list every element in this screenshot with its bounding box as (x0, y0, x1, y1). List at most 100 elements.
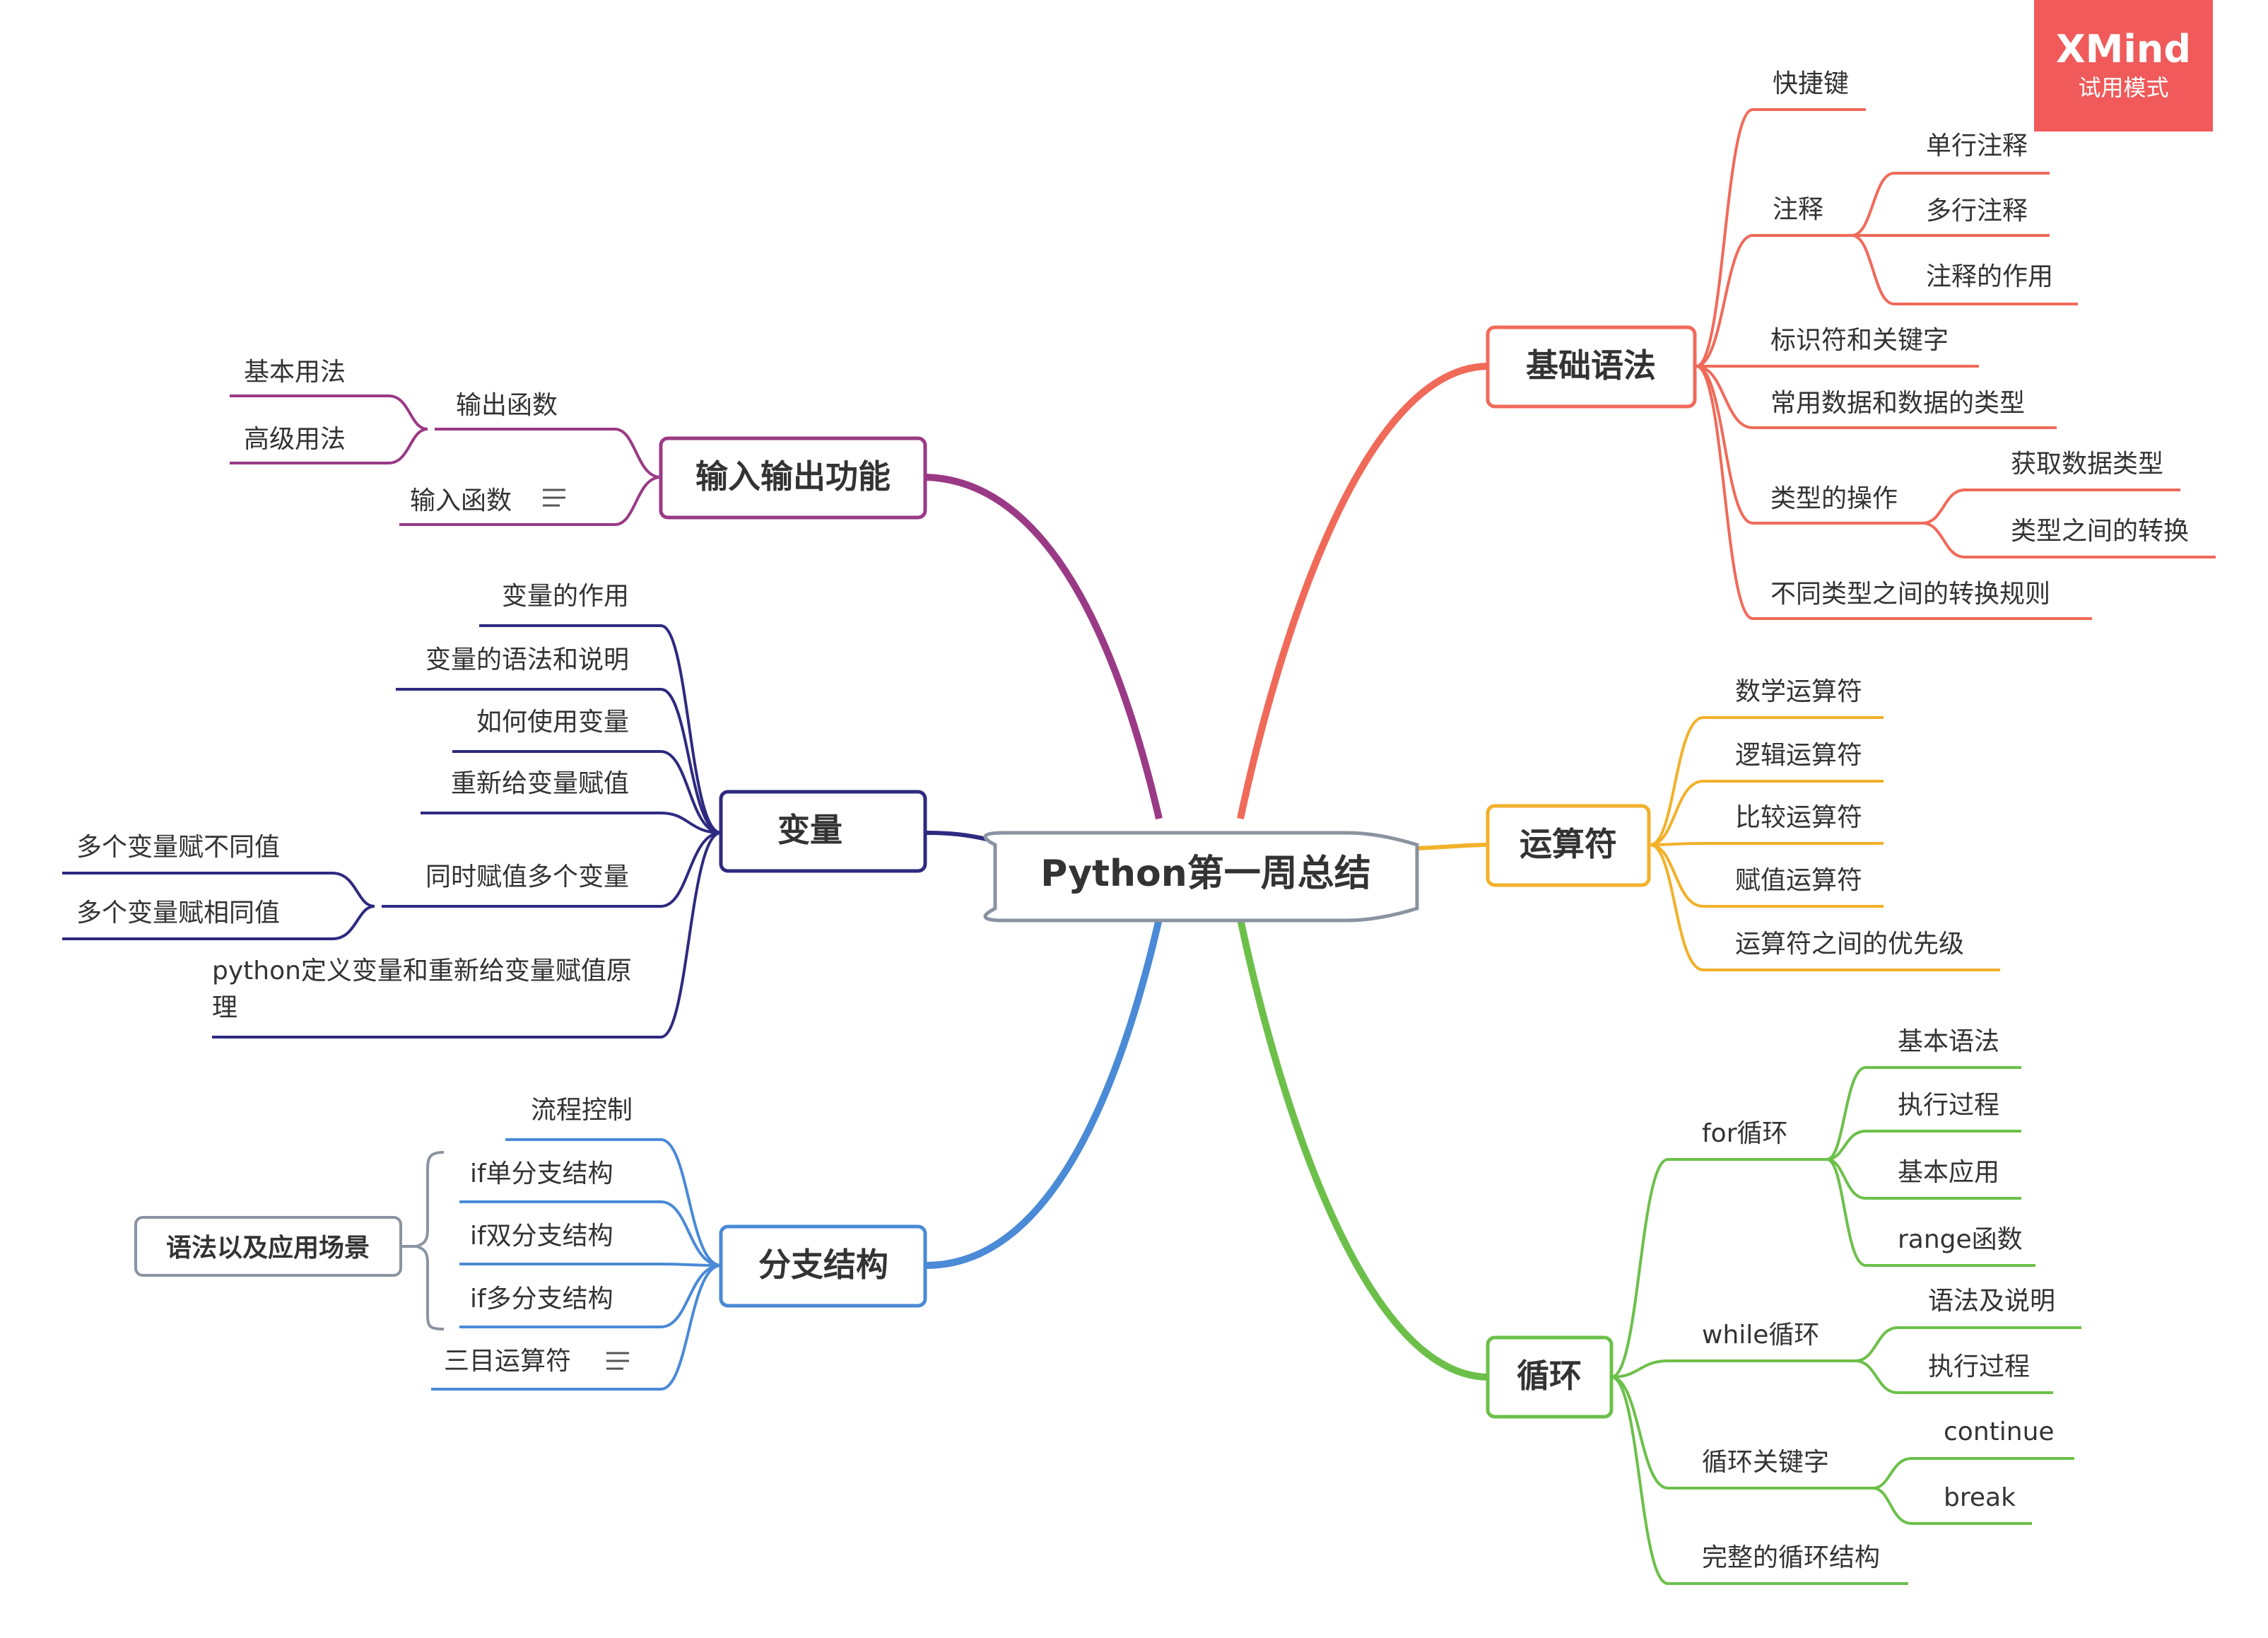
subtopic-while-exec[interactable]: 执行过程 (1928, 1352, 2030, 1381)
topic-io-label: 输入输出功能 (695, 457, 891, 496)
summary-box[interactable] (134, 1216, 402, 1277)
subtopic-op-priority[interactable]: 运算符之间的优先级 (1735, 930, 1964, 959)
connector-var-multi (382, 831, 722, 908)
topic-basics[interactable] (1486, 325, 1697, 409)
subtopic-type-convert[interactable]: 类型之间的转换 (2011, 517, 2189, 546)
watermark-title: XMind (2056, 27, 2191, 71)
connector-op-logic (1650, 780, 1884, 846)
subtopic-single-comment[interactable]: 单行注释 (1926, 131, 2028, 160)
topic-io[interactable] (659, 436, 927, 520)
connector-br-flow (505, 1138, 722, 1267)
subtopic-var-diff[interactable]: 多个变量赋不同值 (76, 833, 280, 862)
connector-var-usage (452, 750, 722, 834)
topic-branch[interactable] (719, 1224, 927, 1308)
connector-var-reassign (421, 812, 722, 834)
connector-var-role (479, 624, 722, 834)
connector-typeops-convert (1922, 522, 2216, 558)
connector-io-input (399, 476, 662, 526)
connector-loop-for (1611, 1158, 1827, 1379)
topic-variable-label: 变量 (777, 811, 842, 849)
connector-for-app (1826, 1158, 2021, 1200)
connector-var-principle (212, 831, 722, 1039)
connector-basics-shortcut (1696, 108, 1866, 368)
subtopic-comment[interactable]: 注释 (1773, 195, 1823, 224)
connector-br-single (459, 1200, 722, 1267)
subtopic-loop-keywords[interactable]: 循环关键字 (1702, 1448, 1829, 1477)
topic-loop-label: 循环 (1517, 1357, 1582, 1395)
connector-comment-single (1851, 172, 2050, 237)
connector-op-compare (1650, 842, 1884, 846)
connector-br-multi (459, 1264, 722, 1328)
connector-op-math (1650, 716, 1884, 846)
summary-bracket (414, 1151, 445, 1330)
watermark-subtitle: 试用模式 (2078, 74, 2169, 101)
topic-loop[interactable] (1486, 1335, 1614, 1419)
connector-kw-break (1872, 1487, 2032, 1525)
subtopic-typeops[interactable]: 类型的操作 (1770, 484, 1898, 513)
subtopic-input[interactable]: 输入函数 (410, 486, 512, 515)
subtopic-output[interactable]: 输出函数 (456, 391, 558, 420)
subtopic-shortcut[interactable]: 快捷键 (1773, 69, 1849, 98)
subtopic-logic-op[interactable]: 逻辑运算符 (1735, 741, 1862, 770)
topic-basics-label: 基础语法 (1526, 346, 1656, 385)
subtopic-for-loop[interactable]: for循环 (1702, 1119, 1788, 1148)
subtopic-for-exec[interactable]: 执行过程 (1898, 1091, 1999, 1120)
connector-operators (1416, 843, 1488, 850)
topic-variable[interactable] (719, 790, 927, 873)
subtopic-var-role[interactable]: 变量的作用 (502, 582, 629, 611)
subtopic-if-single[interactable]: if单分支结构 (470, 1159, 613, 1188)
connector-while-syntax (1855, 1326, 2081, 1362)
connector-branch (925, 918, 1163, 1269)
subtopic-basic-usage[interactable]: 基本用法 (244, 358, 346, 387)
subtopic-multi-comment[interactable]: 多行注释 (1926, 197, 2028, 226)
subtopic-advanced-usage[interactable]: 高级用法 (244, 425, 346, 454)
subtopic-var-reassign[interactable]: 重新给变量赋值 (451, 769, 629, 798)
connector-for-range (1826, 1158, 2035, 1267)
subtopic-convert-rules[interactable]: 不同类型之间的转换规则 (1770, 580, 2050, 609)
subtopic-ternary[interactable]: 三目运算符 (444, 1347, 571, 1376)
subtopic-for-app[interactable]: 基本应用 (1898, 1158, 1999, 1187)
notes-icon[interactable] (543, 489, 565, 507)
subtopic-compare-op[interactable]: 比较运算符 (1735, 803, 1862, 832)
subtopic-var-principle[interactable]: python定义变量和重新给变量赋值原理 (212, 957, 632, 1022)
connector-basics-typeops (1696, 365, 1922, 525)
subtopic-datatypes[interactable]: 常用数据和数据的类型 (1770, 389, 2025, 418)
subtopic-if-multi[interactable]: if多分支结构 (470, 1285, 613, 1314)
connector-output-basic (230, 394, 428, 431)
connector-comment-role (1851, 234, 2078, 305)
subtopic-while-loop[interactable]: while循环 (1702, 1321, 1819, 1350)
connector-br-ternary (431, 1264, 722, 1391)
subtopic-identifier[interactable]: 标识符和关键字 (1770, 326, 1949, 355)
connector-output-advanced (230, 428, 428, 464)
connector-loop-keywords (1611, 1376, 1873, 1490)
subtopic-range[interactable]: range函数 (1898, 1225, 2023, 1254)
connector-typeops-get (1922, 489, 2180, 525)
connector-io-output (435, 428, 662, 479)
subtopic-if-double[interactable]: if双分支结构 (470, 1222, 613, 1251)
connector-br-double (459, 1263, 722, 1267)
connector-basics-comment (1696, 234, 1852, 368)
subtopic-var-syntax[interactable]: 变量的语法和说明 (425, 645, 629, 674)
connector-kw-continue (1872, 1457, 2074, 1490)
subtopic-get-type[interactable]: 获取数据类型 (2011, 450, 2163, 479)
central-topic[interactable] (983, 831, 1419, 923)
subtopic-comment-role[interactable]: 注释的作用 (1926, 262, 2053, 291)
subtopic-break[interactable]: break (1944, 1483, 2016, 1512)
connector-for-exec (1826, 1130, 2021, 1161)
subtopic-for-syntax[interactable]: 基本语法 (1898, 1027, 1999, 1056)
subtopic-var-usage[interactable]: 如何使用变量 (476, 708, 629, 737)
topic-operators-label: 运算符 (1520, 825, 1617, 863)
connector-basics (1237, 363, 1488, 820)
subtopic-complete-loop[interactable]: 完整的循环结构 (1702, 1543, 1880, 1572)
subtopic-math-op[interactable]: 数学运算符 (1735, 677, 1862, 706)
subtopic-var-multi[interactable]: 同时赋值多个变量 (425, 862, 629, 891)
subtopic-assign-op[interactable]: 赋值运算符 (1735, 866, 1862, 895)
connector-op-priority (1650, 843, 2000, 971)
connector-var-syntax (396, 688, 722, 834)
subtopic-continue[interactable]: continue (1944, 1417, 2055, 1446)
subtopic-while-syntax[interactable]: 语法及说明 (1928, 1287, 2055, 1316)
subtopic-var-same[interactable]: 多个变量赋相同值 (76, 899, 280, 928)
topic-operators[interactable] (1486, 804, 1651, 887)
subtopic-flow-control[interactable]: 流程控制 (531, 1096, 633, 1125)
notes-icon[interactable] (606, 1352, 629, 1370)
